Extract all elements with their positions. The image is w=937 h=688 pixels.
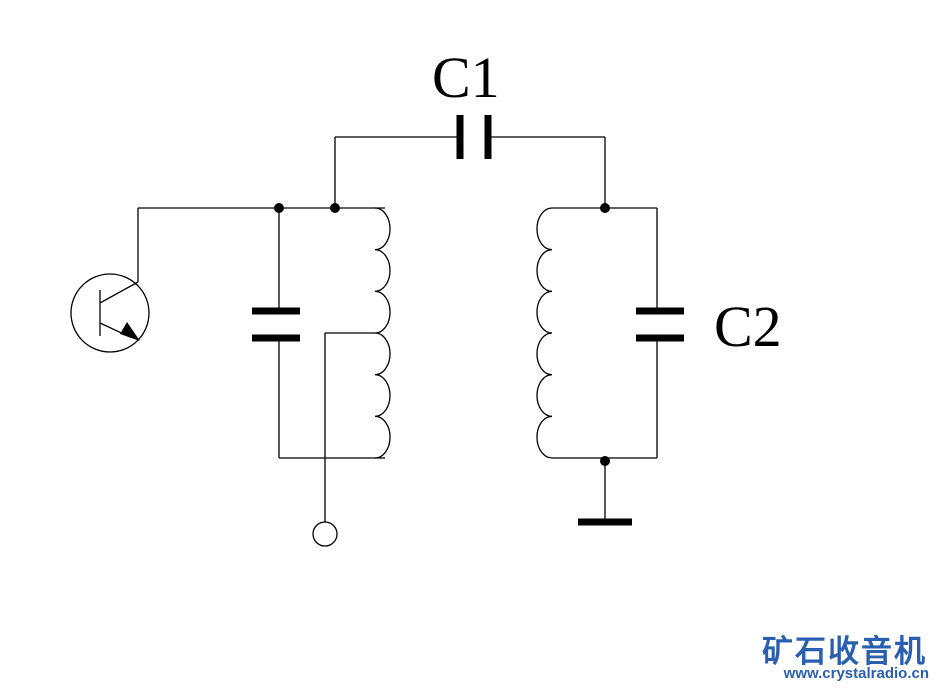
label-c1: C1: [432, 45, 500, 110]
left-inductor: [374, 207, 391, 459]
transistor-symbol: [70, 208, 150, 353]
label-c2: C2: [714, 294, 782, 359]
junction-dots: [274, 203, 610, 466]
output-terminal: [312, 521, 338, 547]
coupling-capacitor-c1: [334, 115, 606, 208]
junction-dot: [330, 203, 340, 213]
junction-dot: [600, 203, 610, 213]
watermark-url: www.crystalradio.cn: [783, 665, 929, 682]
watermark-title: 矿石收音机: [762, 634, 927, 670]
right-inductor: [536, 207, 553, 459]
junction-dot: [274, 203, 284, 213]
tuning-capacitor-c2: [552, 207, 684, 459]
coil-tap: [312, 332, 375, 547]
left-tank-capacitor: [252, 208, 385, 459]
ground-symbol: [578, 458, 632, 526]
junction-dot: [600, 456, 610, 466]
